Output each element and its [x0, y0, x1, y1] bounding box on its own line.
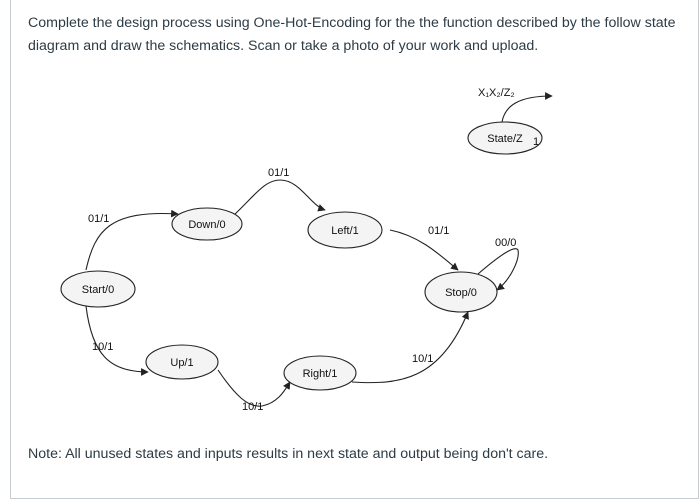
label-up-right: 10/1	[242, 401, 263, 413]
edge-right-stop	[351, 311, 469, 384]
state-stop-label: Stop/0	[445, 287, 477, 299]
state-left: Left/1	[307, 211, 383, 249]
state-right-label: Right/1	[303, 368, 338, 380]
label-left-stop: 01/1	[428, 225, 449, 237]
label-start-down: 01/1	[88, 213, 109, 225]
state-down: Down/0	[171, 207, 243, 241]
state-legend: State/Z 1	[467, 121, 543, 155]
state-stop: Stop/0	[424, 271, 498, 313]
edge-stop-self	[477, 248, 519, 291]
note-text: Note: All unused states and inputs resul…	[28, 446, 549, 462]
state-start: Start/0	[60, 270, 136, 308]
state-up: Up/1	[145, 344, 219, 380]
svg-text:1: 1	[533, 136, 539, 148]
label-legend-arrow: X₁X₂/Z₂	[478, 87, 515, 99]
label-down-left: 01/1	[268, 167, 289, 179]
edge-legend-out	[501, 92, 553, 123]
edge-up-right	[217, 369, 291, 407]
edge-start-up	[85, 305, 149, 376]
state-down-label: Down/0	[188, 219, 225, 231]
state-legend-label: State/Z	[487, 133, 523, 145]
question-text: Complete the design process using One-Ho…	[28, 15, 676, 54]
state-right: Right/1	[283, 355, 357, 391]
label-right-stop: 10/1	[412, 353, 433, 365]
state-up-label: Up/1	[170, 357, 193, 369]
edge-start-down	[85, 209, 179, 271]
question-frame	[10, 0, 699, 499]
edge-down-left	[234, 179, 326, 215]
edge-left-stop	[389, 229, 459, 271]
state-start-label: Start/0	[82, 284, 114, 296]
label-stop-self: 00/0	[495, 237, 516, 249]
label-start-up: 10/1	[92, 341, 113, 353]
state-left-label: Left/1	[331, 225, 359, 237]
